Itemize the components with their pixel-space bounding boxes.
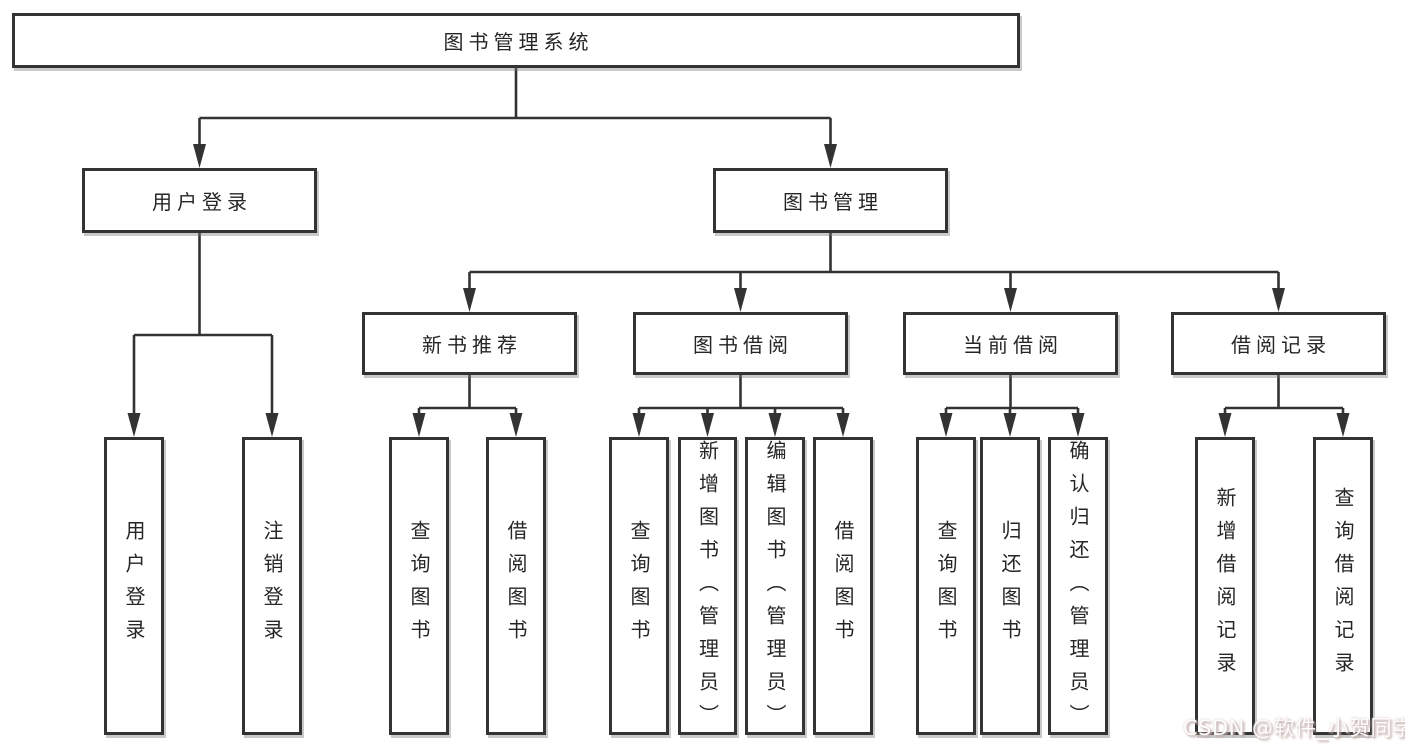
arrowhead — [509, 413, 523, 437]
node-root: 图书管理系统 — [12, 13, 1020, 68]
connector-book-management — [468, 233, 1280, 290]
arrowhead — [701, 413, 714, 437]
watermark: CSDN @软件_小贺同学 — [1183, 716, 1405, 740]
leaf-query-borrow-record: 查询借阅记录 — [1313, 437, 1373, 735]
connector-user-login — [132, 233, 274, 415]
leaf-user-login: 用户登录 — [104, 437, 164, 735]
leaf-query-books-borrow: 查询图书 — [609, 437, 669, 735]
leaf-query-books-current: 查询图书 — [916, 437, 976, 735]
arrowhead — [463, 288, 476, 312]
node-user-login: 用户登录 — [82, 168, 317, 233]
leaf-add-book-admin: 新增图书（管理员） — [678, 437, 737, 737]
connector-current-borrow — [944, 375, 1080, 415]
arrowhead — [734, 288, 747, 312]
arrowhead — [836, 413, 850, 437]
leaf-logout: 注销登录 — [242, 437, 302, 735]
connector-borrow-records — [1223, 375, 1345, 415]
arrowhead — [1336, 413, 1350, 437]
arrowhead — [412, 413, 426, 437]
arrowhead — [1004, 288, 1017, 312]
arrowhead — [193, 144, 206, 168]
arrowhead — [1272, 288, 1285, 312]
arrowhead — [824, 144, 837, 168]
node-current-borrow: 当前借阅 — [903, 312, 1118, 375]
arrowhead — [939, 413, 953, 437]
leaf-confirm-return-admin: 确认归还（管理员） — [1048, 437, 1108, 737]
leaf-borrow-books-recommend: 借阅图书 — [486, 437, 546, 735]
node-new-book-recommend: 新书推荐 — [362, 312, 577, 375]
arrowhead — [1003, 413, 1017, 437]
arrowhead — [632, 413, 646, 437]
leaf-add-borrow-record: 新增借阅记录 — [1195, 437, 1255, 735]
connector-new-book-recommend — [417, 375, 518, 415]
arrowhead — [127, 413, 141, 437]
arrowhead — [1218, 413, 1232, 437]
leaf-borrow-books: 借阅图书 — [813, 437, 873, 735]
leaf-return-book: 归还图书 — [980, 437, 1040, 735]
arrowheads — [127, 144, 1350, 437]
leaf-query-books-recommend: 查询图书 — [389, 437, 449, 735]
node-book-management: 图书管理 — [713, 168, 948, 233]
connector-book-borrow — [637, 375, 845, 415]
node-book-borrow: 图书借阅 — [633, 312, 848, 375]
arrowhead — [265, 413, 279, 437]
node-borrow-records: 借阅记录 — [1171, 312, 1386, 375]
arrowhead — [1071, 413, 1085, 437]
leaf-edit-book-admin: 编辑图书（管理员） — [745, 437, 805, 737]
arrowhead — [768, 413, 782, 437]
connector-root-to-level2 — [198, 68, 832, 146]
